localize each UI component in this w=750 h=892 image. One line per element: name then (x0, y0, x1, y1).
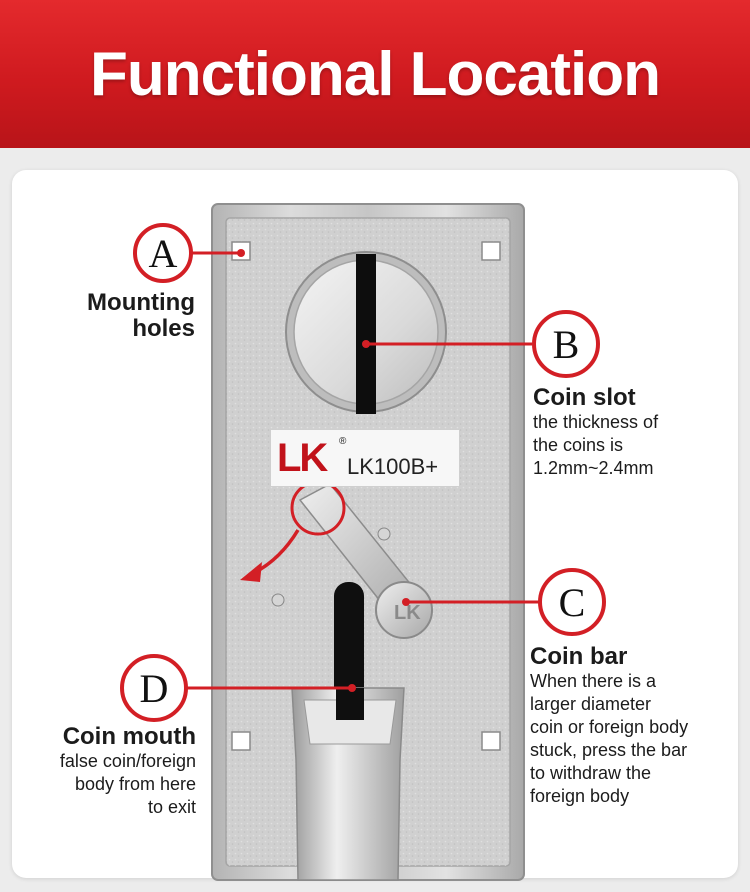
coin-bar-desc-1: When there is a (530, 671, 657, 691)
coin-bar-logo: LK (394, 602, 421, 624)
svg-text:D: D (140, 666, 169, 711)
marker-d: D (120, 654, 188, 722)
press-direction-arrow-icon (240, 529, 300, 582)
coin-bar-desc-3: coin or foreign body (530, 717, 689, 737)
coin-mouth-desc-1: false coin/foreign (59, 751, 196, 771)
callout-coin-mouth: Coin mouth false coin/foreign body from … (14, 724, 196, 819)
callout-coin-bar: Coin bar When there is a larger diameter… (530, 644, 738, 808)
svg-text:C: C (559, 580, 586, 625)
coin-bar-arm: LK (271, 483, 433, 639)
coin-slot-disc (285, 251, 447, 414)
svg-text:B: B (553, 322, 580, 367)
mounting-holes (231, 241, 501, 751)
header-banner: Functional Location (0, 0, 750, 148)
leader-lines (186, 251, 540, 690)
product-label: LK ® LK100B+ (270, 429, 460, 487)
coin-bar-desc-4: stuck, press the bar (530, 740, 688, 760)
coin-mouth-desc-3: to exit (147, 797, 196, 817)
coin-slot-desc-2: the coins is (533, 435, 624, 455)
mounting-title-line2: holes (132, 315, 195, 342)
coin-mouth-title: Coin mouth (62, 723, 196, 750)
coin-bar-desc-2: larger diameter (530, 694, 652, 714)
callout-coin-slot: Coin slot the thickness of the coins is … (533, 385, 738, 480)
coin-slot-title: Coin slot (533, 384, 636, 411)
svg-text:A: A (149, 231, 178, 276)
leader-dots (237, 249, 410, 692)
marker-c: C (538, 568, 606, 636)
brand-logo: LK (277, 436, 328, 480)
coin-bar-desc-5: to withdraw the (530, 763, 652, 783)
coin-bar-title: Coin bar (530, 643, 628, 670)
mounting-title-line1: Mounting (87, 289, 195, 316)
coin-bar-desc-6: foreign body (530, 786, 630, 806)
coin-mouth-desc-2: body from here (74, 774, 196, 794)
coin-slot-desc-3: 1.2mm~2.4mm (533, 458, 654, 478)
marker-b: B (532, 310, 600, 378)
registered-mark: ® (339, 436, 347, 447)
coin-slot-desc-1: the thickness of (533, 412, 659, 432)
model-number: LK100B+ (347, 454, 439, 479)
callout-mounting-holes: Mounting holes (60, 290, 195, 342)
page-title: Functional Location (90, 39, 661, 109)
coin-mouth (291, 582, 405, 881)
marker-a: A (133, 223, 193, 283)
